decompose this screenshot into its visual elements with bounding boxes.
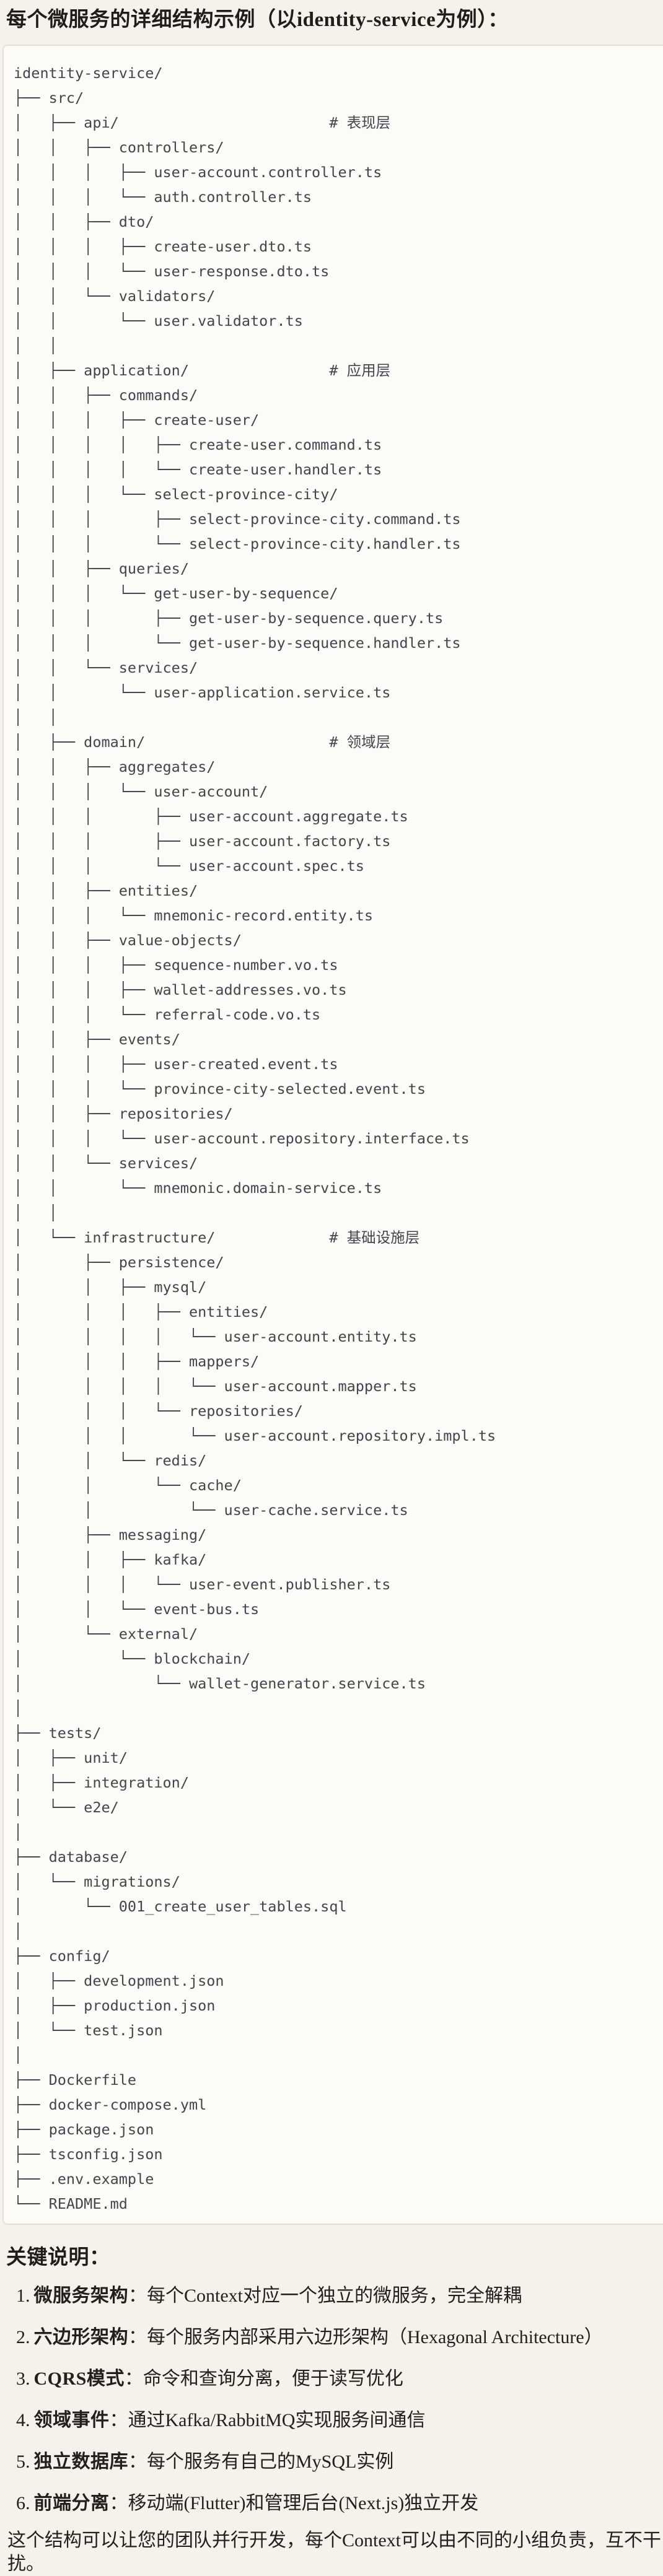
note-item-4: 4.领域事件：通过Kafka/RabbitMQ实现服务间通信 — [6, 2409, 663, 2432]
note-label: CQRS模式 — [33, 2369, 125, 2389]
note-number: 1. — [16, 2286, 30, 2306]
note-separator: ： — [124, 2369, 143, 2389]
note-separator: ： — [128, 2286, 147, 2306]
note-text: 通过Kafka/RabbitMQ实现服务间通信 — [128, 2410, 426, 2430]
note-number: 4. — [16, 2410, 30, 2430]
note-label: 微服务架构 — [33, 2286, 128, 2306]
key-notes-section: 关键说明： 1.微服务架构：每个Context对应一个独立的微服务，完全解耦 2… — [6, 2243, 663, 2576]
note-label: 六边形架构 — [33, 2327, 128, 2347]
note-number: 6. — [16, 2493, 30, 2513]
note-text: 命令和查询分离，便于读写优化 — [143, 2369, 403, 2389]
note-item-2: 2.六边形架构：每个服务内部采用六边形架构（Hexagonal Architec… — [6, 2326, 663, 2349]
key-notes-heading: 关键说明： — [6, 2246, 110, 2269]
note-separator: ： — [109, 2493, 128, 2513]
note-text: 每个服务有自己的MySQL实例 — [147, 2452, 394, 2472]
note-item-5: 5.独立数据库：每个服务有自己的MySQL实例 — [6, 2450, 663, 2474]
note-item-1: 1.微服务架构：每个Context对应一个独立的微服务，完全解耦 — [6, 2284, 663, 2308]
note-number: 3. — [16, 2369, 30, 2389]
note-text: 每个Context对应一个独立的微服务，完全解耦 — [147, 2286, 522, 2306]
note-separator: ： — [128, 2327, 147, 2347]
note-label: 独立数据库 — [33, 2452, 128, 2472]
closing-paragraph: 这个结构可以让您的团队并行开发，每个Context可以由不同的小组负责，互不干扰… — [7, 2530, 661, 2574]
note-text: 移动端(Flutter)和管理后台(Next.js)独立开发 — [128, 2493, 479, 2513]
file-tree-text: identity-service/ ├── src/ │ ├── api/ # … — [14, 64, 496, 2212]
note-number: 5. — [16, 2452, 30, 2472]
note-separator: ： — [128, 2452, 147, 2472]
note-separator: ： — [109, 2410, 128, 2430]
file-tree-code-block: identity-service/ ├── src/ │ ├── api/ # … — [2, 45, 663, 2225]
note-label: 前端分离 — [33, 2493, 110, 2513]
note-text: 每个服务内部采用六边形架构（Hexagonal Architecture） — [147, 2327, 603, 2347]
note-item-3: 3.CQRS模式：命令和查询分离，便于读写优化 — [6, 2367, 663, 2391]
page-title: 每个微服务的详细结构示例（以identity-service为例）： — [6, 9, 509, 31]
note-item-6: 6.前端分离：移动端(Flutter)和管理后台(Next.js)独立开发 — [6, 2492, 663, 2515]
note-label: 领域事件 — [33, 2410, 110, 2430]
note-number: 2. — [16, 2327, 30, 2347]
